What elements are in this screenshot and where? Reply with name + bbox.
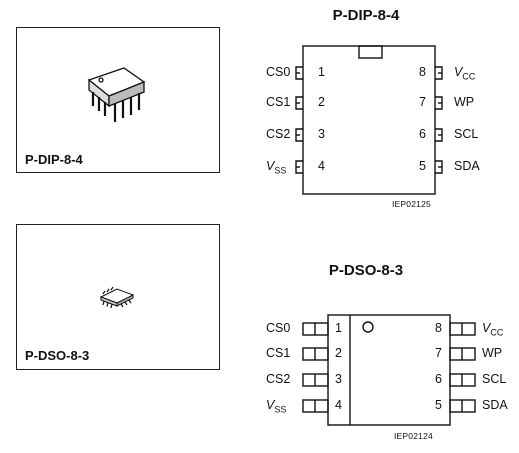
dso-right-pins (449, 322, 476, 413)
dip-right-pins (435, 66, 443, 174)
dip-pin4-num: 4 (318, 159, 325, 173)
dso-pin7-num: 7 (435, 346, 442, 360)
dso-pin5-label: SDA (482, 398, 508, 412)
dip-photo-caption: P-DIP-8-4 (25, 152, 83, 167)
dip-pin3-num: 3 (318, 127, 325, 141)
dso-photo-caption: P-DSO-8-3 (25, 348, 90, 363)
dip-pin7-label: WP (454, 95, 475, 109)
dso-figure-id: IEP02124 (394, 431, 433, 441)
dip-figure-id: IEP02125 (392, 199, 431, 209)
dso-body (327, 314, 451, 426)
dip-left-pins (295, 66, 303, 174)
dso-pin1-marker (362, 321, 374, 333)
dip-pinout-title: P-DIP-8-4 (332, 7, 400, 24)
dso-pin2-label: CS1 (266, 346, 291, 360)
dip-pin2-label: CS1 (266, 95, 291, 109)
dso-pin2-num: 2 (335, 346, 342, 360)
dip-pin6-num: 6 (419, 127, 426, 141)
dip-photo-box: P-DIP-8-4 (16, 27, 220, 173)
dso-pin6-label: SCL (482, 372, 507, 386)
dip-notch (358, 45, 383, 59)
dso-left-pins (302, 322, 329, 413)
dip-package-drawing (87, 67, 146, 122)
dso-pin7-label: WP (482, 346, 503, 360)
dso-package-drawing (99, 286, 135, 309)
dip-pin8-num: 8 (419, 65, 426, 79)
dso-pin8-label: VCC (482, 321, 504, 338)
dip-pin7-num: 7 (419, 95, 426, 109)
dso-pin1-num: 1 (335, 321, 342, 335)
dso-pin3-label: CS2 (266, 372, 291, 386)
dso-photo-box: P-DSO-8-3 (16, 224, 220, 370)
dip-pin3-label: CS2 (266, 127, 291, 141)
dso-pin4-num: 4 (335, 398, 342, 412)
dip-pin1-label: CS0 (266, 65, 291, 79)
dip-pin6-label: SCL (454, 127, 479, 141)
dso-pin5-num: 5 (435, 398, 442, 412)
dip-pin2-num: 2 (318, 95, 325, 109)
dso-pin8-num: 8 (435, 321, 442, 335)
dip-pin5-label: SDA (454, 159, 480, 173)
dso-pin3-num: 3 (335, 372, 342, 386)
dso-pin6-num: 6 (435, 372, 442, 386)
dip-pin5-num: 5 (419, 159, 426, 173)
dso-pinout-title: P-DSO-8-3 (328, 262, 404, 279)
dip-pin4-label: VSS (266, 159, 287, 176)
dip-pin1-num: 1 (318, 65, 325, 79)
dso-pin1-label: CS0 (266, 321, 291, 335)
dip-pin8-label: VCC (454, 65, 476, 82)
dso-pin4-label: VSS (266, 398, 287, 415)
